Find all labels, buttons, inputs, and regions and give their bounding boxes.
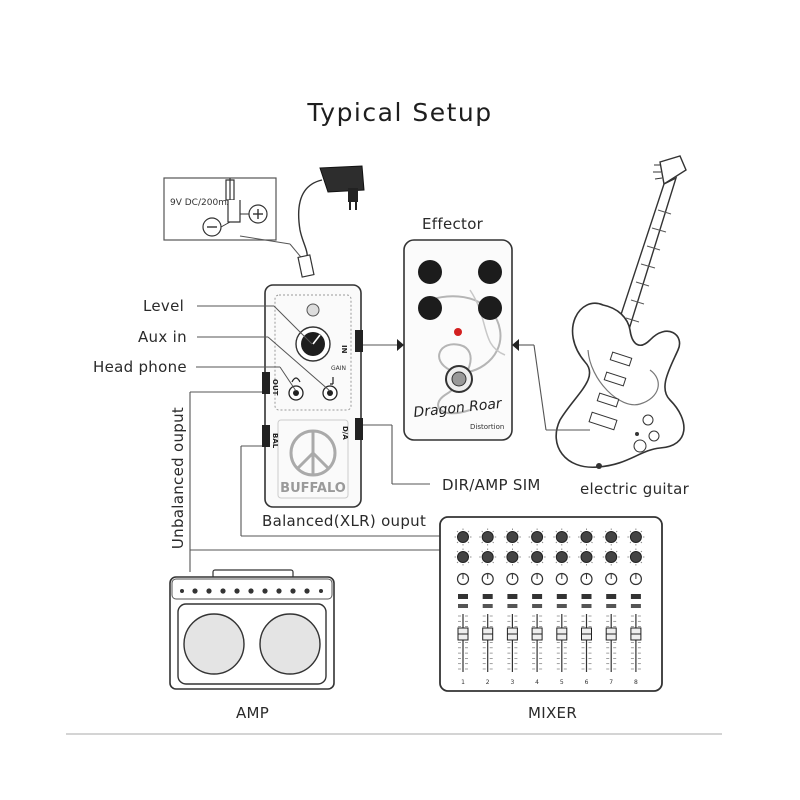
bal-jack — [262, 425, 270, 447]
mixer-channel-strip: 6 — [578, 528, 595, 686]
mixer-knob — [506, 531, 519, 543]
amp-icon — [169, 569, 335, 690]
mixer-button — [458, 594, 468, 599]
mixer-channel-number: 4 — [535, 679, 539, 686]
headphone-label: Head phone — [93, 358, 187, 376]
callout-lines — [196, 305, 331, 392]
headphone-icon — [291, 377, 301, 383]
mixer-channel-number: 8 — [634, 679, 638, 686]
mixer-button — [630, 594, 641, 599]
in-jack — [355, 330, 363, 352]
mixer-channel-strip: 2 — [479, 528, 497, 686]
power-spec-box: 9V DC/200mA — [163, 177, 306, 263]
mixer-knob — [481, 551, 494, 563]
amp-speaker-right — [259, 613, 321, 675]
effector-pedal: Dragon Roar Distortion — [397, 239, 519, 441]
out-jack — [262, 372, 270, 394]
pedal-brand-text: BUFFALO — [280, 481, 346, 496]
mixer-knob — [481, 531, 494, 543]
mixer-channel-number: 2 — [486, 679, 490, 686]
svg-text:OUT: OUT — [271, 379, 279, 396]
aux-in-label: Aux in — [138, 328, 187, 346]
effector-knob-2 — [478, 260, 502, 284]
effector-type: Distortion — [470, 423, 504, 431]
da-jack — [355, 418, 363, 440]
mixer-knob — [605, 531, 618, 543]
mixer-channel-number: 1 — [461, 679, 465, 686]
diagram-title: Typical Setup — [307, 98, 493, 127]
mixer-button — [482, 594, 493, 599]
effector-knob-4 — [478, 296, 502, 320]
mixer-channel-number: 3 — [510, 679, 514, 686]
mixer-knob — [629, 551, 642, 563]
svg-text:D/A: D/A — [341, 426, 349, 440]
mixer-icon: 1 2 3 4 5 6 7 8 — [439, 516, 663, 692]
connection-lines — [189, 344, 590, 572]
gain-label: GAIN — [331, 365, 346, 372]
electric-guitar-icon — [555, 155, 687, 469]
level-label: Level — [143, 297, 185, 315]
unbalanced-output-label: Unbalanced ouput — [169, 406, 187, 550]
effector-led — [454, 328, 462, 336]
power-spec-text: 9V DC/200mA — [170, 198, 234, 208]
buffalo-pedal: GAIN BUFFALO IN D/A OUT BAL — [262, 284, 363, 508]
mixer-knob — [531, 551, 544, 563]
mixer-knob — [605, 551, 618, 563]
mixer-button — [507, 594, 518, 599]
mixer-channel-number: 5 — [560, 679, 564, 686]
mixer-channel-strip: 1 — [454, 528, 472, 686]
electric-guitar-label: electric guitar — [580, 480, 690, 498]
effector-knob-3 — [418, 296, 442, 320]
power-adapter-icon — [297, 165, 365, 278]
mixer-channel-strip: 3 — [503, 528, 521, 686]
mixer-knob — [580, 531, 593, 543]
effector-knob-1 — [418, 260, 442, 284]
mixer-channel-strip: 4 — [528, 528, 546, 686]
mixer-button — [581, 594, 592, 599]
mixer-knob — [457, 551, 469, 563]
mixer-channel-number: 7 — [609, 679, 613, 686]
mixer-knob — [506, 551, 519, 563]
mixer-channel-strip: 8 — [627, 528, 645, 686]
mixer-channel-strip: 5 — [553, 528, 571, 686]
mixer-channel-number: 6 — [585, 679, 589, 686]
mixer-knob — [629, 531, 642, 543]
mixer-button — [606, 594, 617, 599]
dir-amp-sim-label: DIR/AMP SIM — [442, 476, 541, 494]
svg-text:IN: IN — [340, 345, 348, 354]
note-icon — [330, 377, 334, 385]
mixer-knob — [555, 551, 568, 563]
effector-label: Effector — [422, 215, 484, 233]
mixer-label: MIXER — [528, 704, 578, 722]
mixer-button — [556, 594, 567, 599]
amp-speaker-left — [183, 613, 245, 675]
mixer-knob — [555, 531, 568, 543]
amp-label: AMP — [236, 704, 270, 722]
mixer-knob — [457, 531, 469, 543]
mixer-button — [532, 594, 543, 599]
mixer-knob — [531, 531, 544, 543]
mixer-knob — [580, 551, 593, 563]
balanced-output-label: Balanced(XLR) ouput — [262, 512, 427, 530]
mixer-channel-strip: 7 — [602, 528, 620, 686]
svg-text:BAL: BAL — [271, 433, 279, 449]
